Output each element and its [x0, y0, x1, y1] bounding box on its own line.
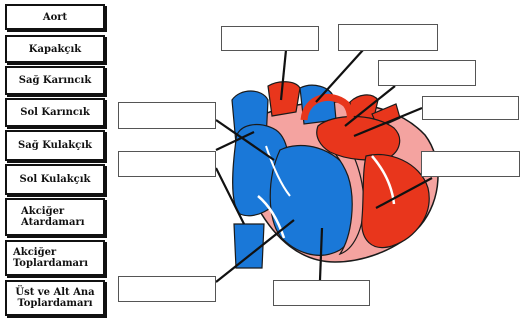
answer-box-7[interactable] [421, 151, 520, 177]
inferior-vena-cava [234, 224, 264, 268]
answer-box-6[interactable] [118, 151, 216, 177]
answer-box-1[interactable] [221, 26, 319, 51]
answer-box-3[interactable] [378, 60, 476, 86]
answer-box-2[interactable] [338, 24, 438, 51]
answer-box-8[interactable] [118, 276, 216, 302]
answer-box-4[interactable] [422, 96, 519, 120]
pulmonary-artery [268, 82, 300, 116]
answer-box-5[interactable] [118, 102, 216, 129]
pointer-line [316, 50, 363, 102]
answer-box-9[interactable] [273, 280, 370, 306]
